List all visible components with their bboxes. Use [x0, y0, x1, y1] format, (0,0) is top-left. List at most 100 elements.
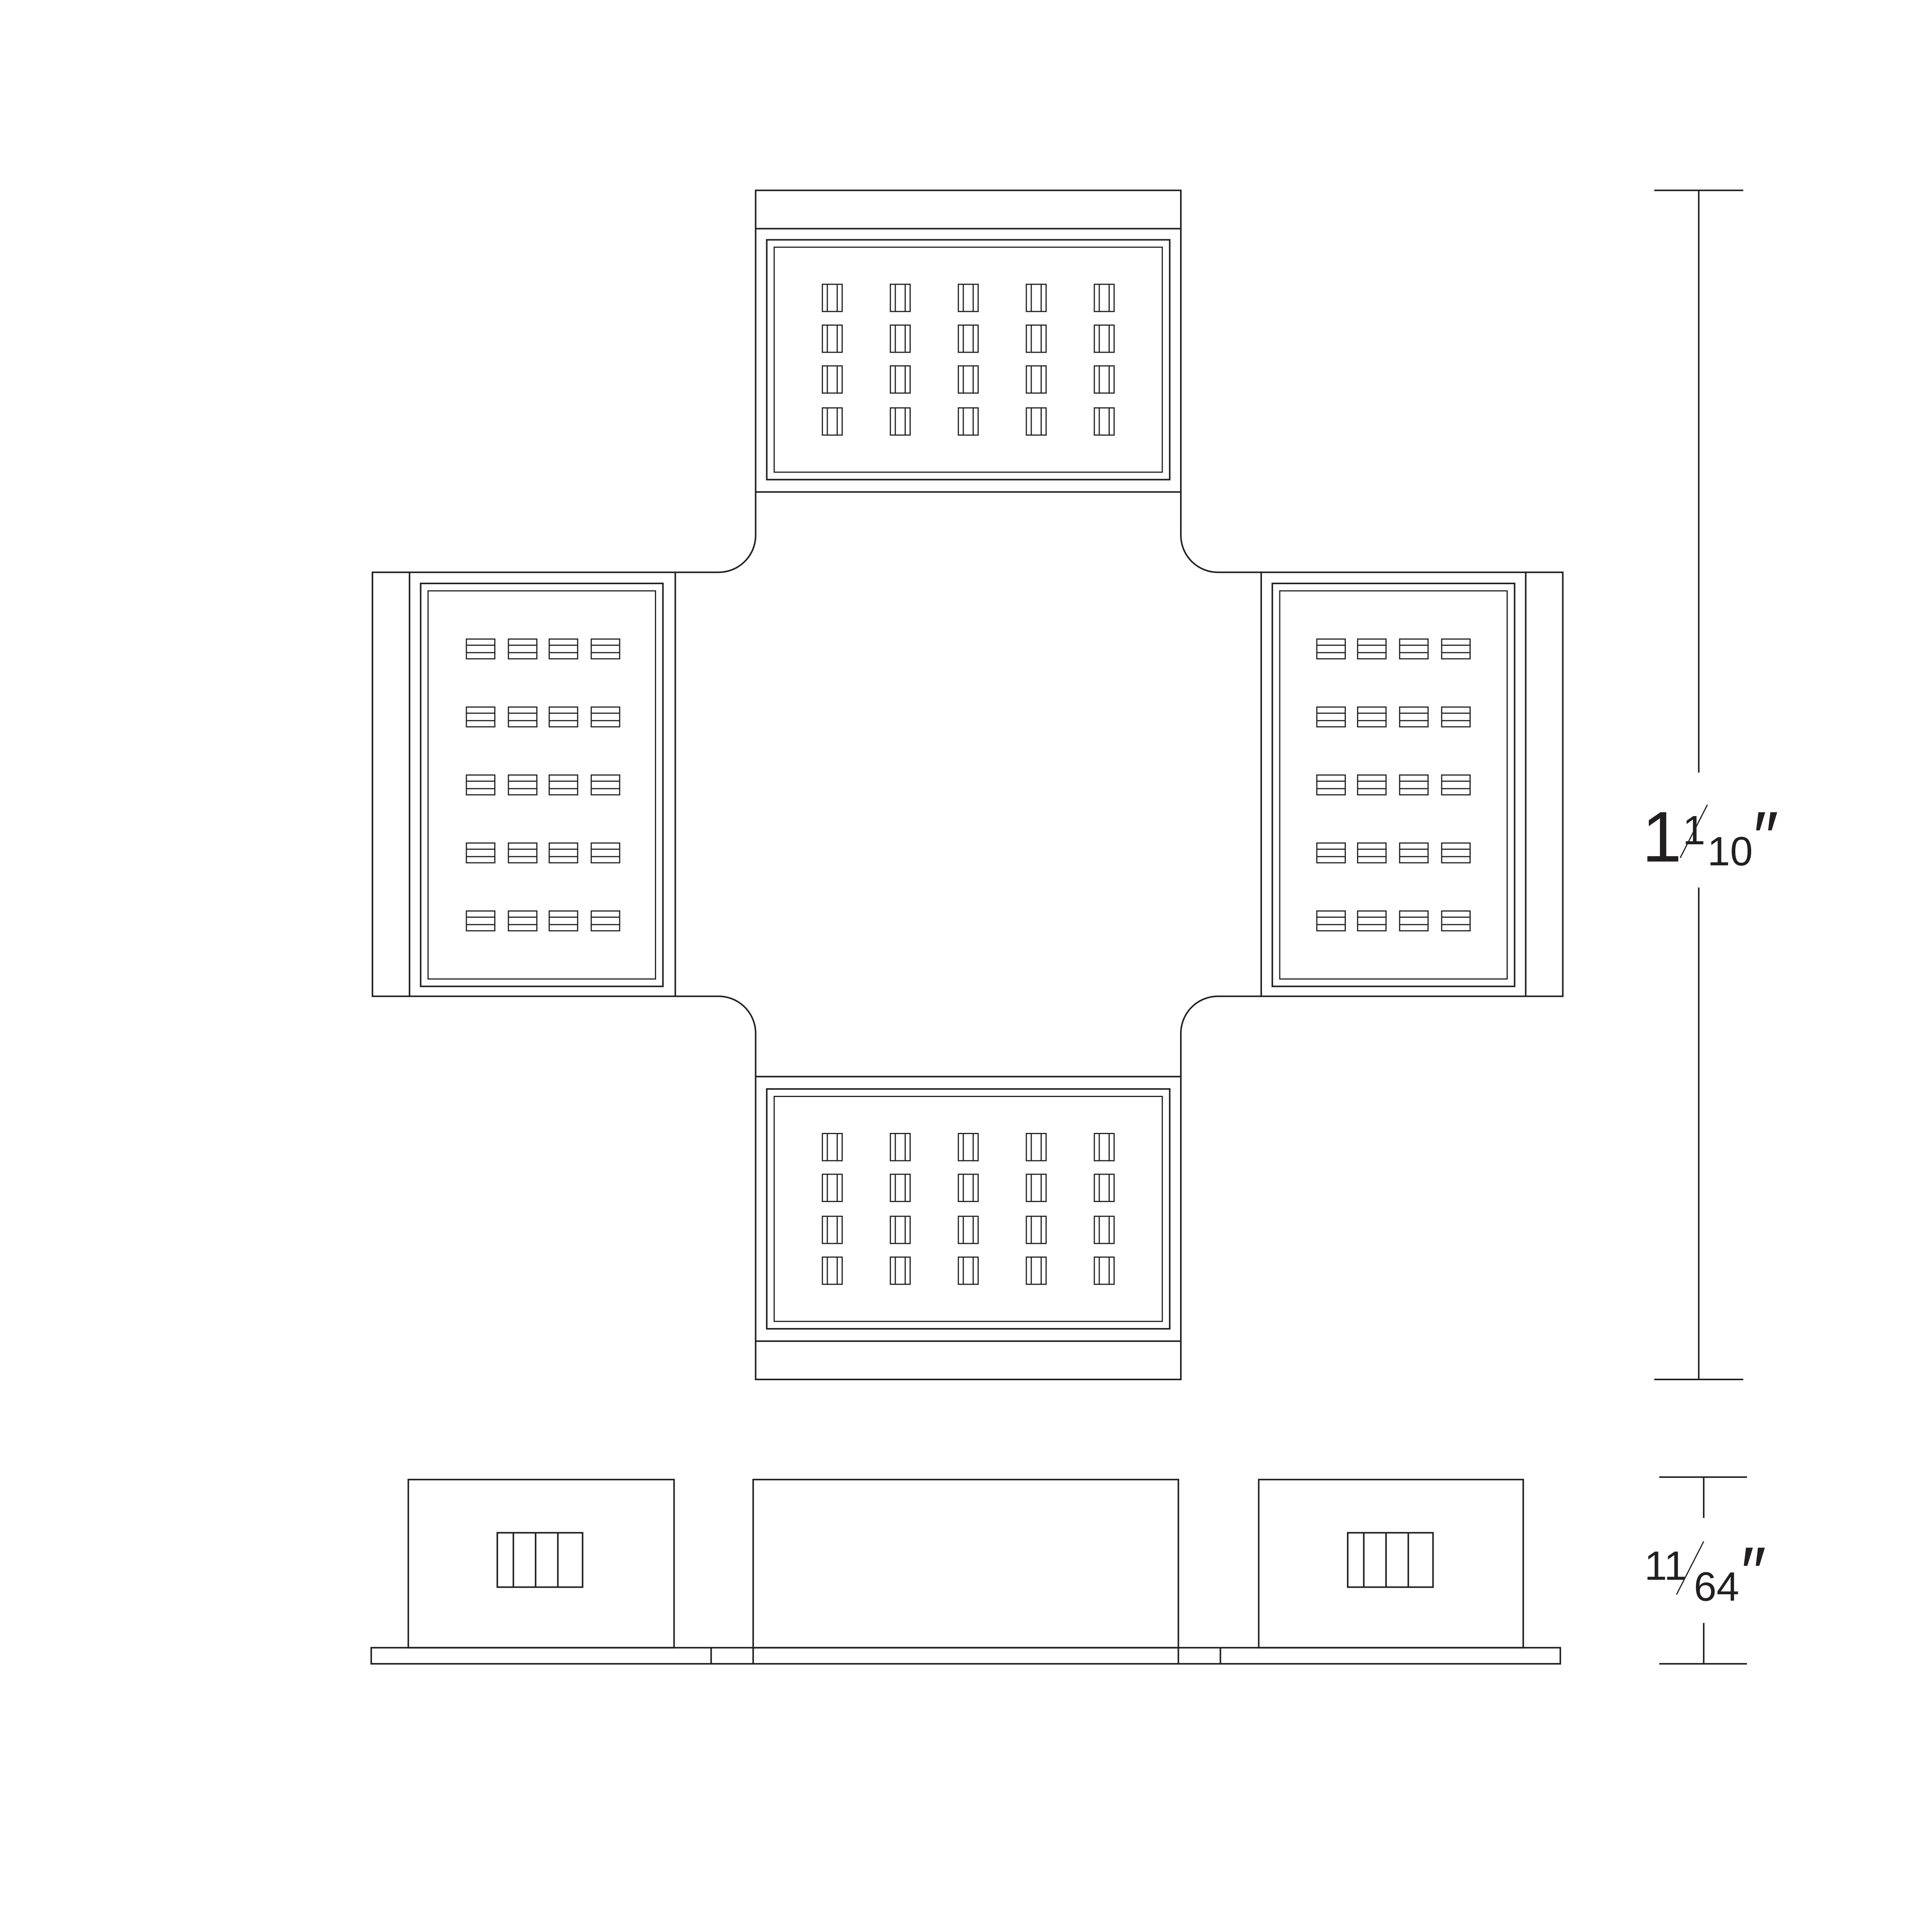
led-cell — [890, 366, 910, 393]
side-view-right-block — [1259, 1480, 1524, 1648]
led-cell — [958, 1257, 978, 1284]
led-cell — [1442, 639, 1470, 659]
thickness-denominator: 64 — [1694, 1564, 1739, 1610]
left-module-lens-frame — [421, 583, 663, 986]
thickness-dimension-label: 11 64 ″ — [1645, 1532, 1766, 1612]
led-cell — [549, 911, 578, 931]
led-cell — [509, 911, 537, 931]
led-cell — [890, 325, 910, 352]
led-cell — [1400, 775, 1428, 795]
side-view-left-block — [408, 1480, 674, 1648]
led-cell — [958, 284, 978, 311]
led-cell — [549, 843, 578, 863]
led-cell — [1094, 325, 1114, 352]
side-view-center-block — [753, 1480, 1178, 1648]
led-cell — [466, 639, 495, 659]
led-cell — [958, 408, 978, 435]
right-module — [1261, 572, 1563, 996]
led-cell — [822, 284, 842, 311]
left-module — [372, 572, 675, 996]
led-cell — [1400, 911, 1428, 931]
led-cell — [1094, 366, 1114, 393]
led-cell — [890, 1174, 910, 1201]
led-cell — [1400, 843, 1428, 863]
led-cell — [466, 911, 495, 931]
led-cell — [958, 1133, 978, 1160]
top-module — [756, 190, 1181, 492]
side-view-right-connector — [1348, 1533, 1433, 1587]
led-cell — [958, 1216, 978, 1243]
led-cell — [1094, 1174, 1114, 1201]
top-module-housing — [756, 190, 1181, 492]
left-connector-window — [497, 1533, 583, 1587]
led-cell — [509, 707, 537, 727]
led-cell — [591, 639, 620, 659]
led-cell — [549, 775, 578, 795]
led-cell — [509, 843, 537, 863]
led-cell — [1357, 775, 1386, 795]
led-cell — [1317, 911, 1345, 931]
led-cell — [1026, 408, 1046, 435]
led-cell — [958, 1174, 978, 1201]
led-cell — [1317, 843, 1345, 863]
led-cell — [958, 366, 978, 393]
top-module-led-grid — [822, 284, 1114, 435]
led-cell — [1442, 911, 1470, 931]
led-cell — [1026, 1174, 1046, 1201]
led-cell — [1442, 775, 1470, 795]
side-view-left-connector — [497, 1533, 583, 1587]
right-module-lens-inner — [1280, 591, 1507, 979]
led-cell — [1317, 707, 1345, 727]
led-cell — [1317, 639, 1345, 659]
right-module-lens-frame — [1272, 583, 1515, 986]
led-cell — [466, 775, 495, 795]
side-view — [371, 1480, 1560, 1664]
led-cell — [1094, 408, 1114, 435]
led-cell — [1317, 775, 1345, 795]
left-module-lens-inner — [428, 591, 656, 979]
height-denominator: 10 — [1708, 828, 1753, 874]
bottom-module-housing — [756, 1077, 1181, 1379]
led-cell — [1094, 1133, 1114, 1160]
top-module-lens-frame — [767, 240, 1170, 480]
led-cell — [1442, 707, 1470, 727]
top-module-lens-inner — [774, 247, 1162, 472]
height-dimension: 1 1 10 ″ — [1642, 190, 1779, 1379]
led-cell — [822, 1174, 842, 1201]
led-cell — [1026, 284, 1046, 311]
led-cell — [958, 325, 978, 352]
thickness-fraction-slash — [1677, 1541, 1704, 1595]
led-cell — [1400, 639, 1428, 659]
led-cell — [509, 639, 537, 659]
led-cell — [549, 707, 578, 727]
bottom-module — [756, 1077, 1181, 1379]
bottom-module-led-grid — [822, 1133, 1114, 1284]
led-cell — [1357, 843, 1386, 863]
led-cell — [466, 707, 495, 727]
height-whole: 1 — [1642, 797, 1682, 877]
led-cell — [890, 1216, 910, 1243]
thickness-dimension: 11 64 ″ — [1645, 1477, 1766, 1664]
cross-body-outline — [675, 492, 1261, 1077]
led-cell — [1442, 843, 1470, 863]
side-view-base-plate — [371, 1648, 1560, 1664]
led-cell — [890, 408, 910, 435]
led-cell — [1026, 325, 1046, 352]
led-cell — [1094, 1216, 1114, 1243]
led-cell — [509, 775, 537, 795]
led-cell — [1357, 707, 1386, 727]
led-cell — [890, 284, 910, 311]
led-cell — [890, 1133, 910, 1160]
led-cell — [822, 1257, 842, 1284]
height-unit: ″ — [1753, 797, 1779, 877]
height-fraction-slash — [1680, 805, 1707, 858]
height-dimension-label: 1 1 10 ″ — [1642, 797, 1779, 877]
bottom-module-lens-frame — [767, 1089, 1170, 1329]
led-cell — [1094, 284, 1114, 311]
led-cell — [1400, 707, 1428, 727]
thickness-numerator: 11 — [1645, 1543, 1687, 1588]
led-cell — [591, 707, 620, 727]
led-cell — [1026, 366, 1046, 393]
led-cell — [1357, 911, 1386, 931]
